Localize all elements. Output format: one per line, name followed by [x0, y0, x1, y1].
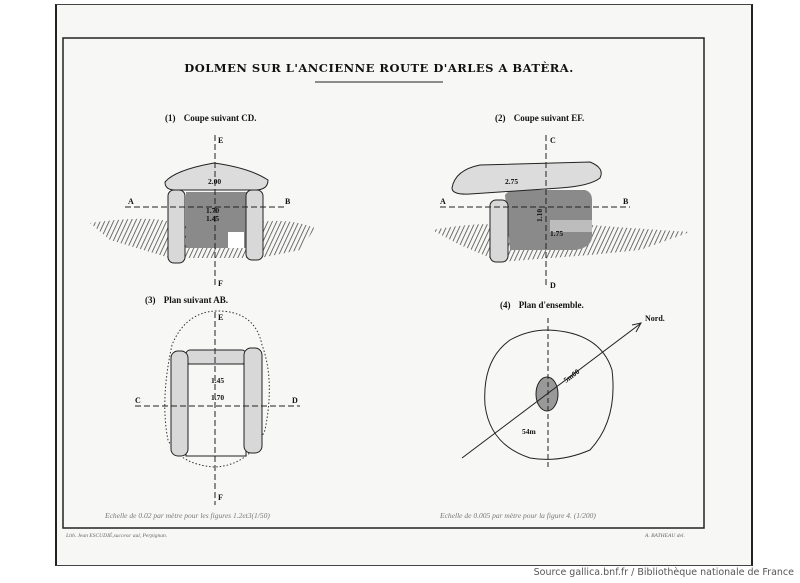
north-label: Nord.: [645, 314, 665, 323]
axis-label: D: [292, 396, 298, 405]
scanned-plate: [55, 4, 753, 566]
dimension-label: 1.75: [550, 229, 563, 238]
dimension-label: 1.45: [211, 376, 224, 385]
tumulus-circle: [484, 329, 614, 460]
dimension-label: 1.10: [535, 209, 544, 222]
draftsman-credit: A. BATHEAU del.: [644, 533, 685, 539]
figure-2-section-ef: (2) Coupe suivant EF. A B C D 2.75 1.10 …: [432, 113, 690, 290]
source-attribution: Source gallica.bnf.fr / Bibliothèque nat…: [533, 567, 794, 578]
capstone: [164, 162, 269, 191]
dimension-label: 1.70: [211, 393, 224, 402]
figure-1-caption: (1) Coupe suivant CD.: [165, 113, 257, 123]
axis-label: A: [440, 197, 446, 206]
capstone: [451, 161, 602, 195]
arrowhead-icon: [631, 322, 642, 333]
axis-label: A: [128, 197, 134, 206]
north-arrow: [461, 323, 641, 459]
dimension-label: 1.70: [206, 206, 219, 215]
dimension-label: 5m00: [562, 367, 582, 385]
dimension-label: 2.75: [505, 177, 518, 186]
axis-label: E: [218, 136, 223, 145]
axis-label: C: [550, 136, 556, 145]
scale-note-figs-1-3: Echelle de 0.02 par mètre pour les figur…: [104, 511, 270, 520]
support-stone-right: [243, 347, 263, 454]
figure-3-caption: (3) Plan suivant AB.: [145, 295, 228, 305]
stone-slab-back: [185, 349, 247, 365]
lithographer-credit: Lith. Jean ESCUDIÉ,successʳ aul, Perpign…: [65, 531, 167, 539]
axis-label: F: [218, 279, 223, 288]
figure-4-general-plan: (4) Plan d'ensemble. Nord. 5m00 54m: [461, 300, 665, 470]
axis-label: E: [218, 313, 223, 322]
figure-3-plan-ab: (3) Plan suivant AB. C D E F 1.45 1.70: [135, 295, 300, 505]
axis-label: C: [135, 396, 141, 405]
figure-2-caption: (2) Coupe suivant EF.: [495, 113, 584, 123]
axis-label: B: [285, 197, 291, 206]
figure-4-caption: (4) Plan d'ensemble.: [500, 300, 584, 310]
axis-label: F: [218, 493, 223, 502]
axis-label: B: [623, 197, 629, 206]
figure-1-section-cd: (1) Coupe suivant CD. A B E F 2.00 1.70 …: [90, 113, 315, 288]
support-stone: [489, 199, 509, 263]
axis-label: D: [550, 281, 556, 290]
dimension-label: 1.45: [206, 214, 219, 223]
tumulus-outline: [164, 310, 270, 468]
support-stone-left: [170, 350, 189, 457]
scale-note-fig-4: Echelle de 0.005 par mètre pour la figur…: [439, 511, 596, 520]
dimension-label: 2.00: [208, 177, 221, 186]
plate-title: DOLMEN SUR L'ANCIENNE ROUTE D'ARLES A BA…: [184, 61, 573, 75]
chamber: [505, 189, 592, 250]
plate-frame: [62, 37, 705, 529]
support-stone-right: [245, 189, 264, 261]
support-stone-left: [167, 189, 186, 264]
dimension-label: 54m: [522, 427, 537, 436]
